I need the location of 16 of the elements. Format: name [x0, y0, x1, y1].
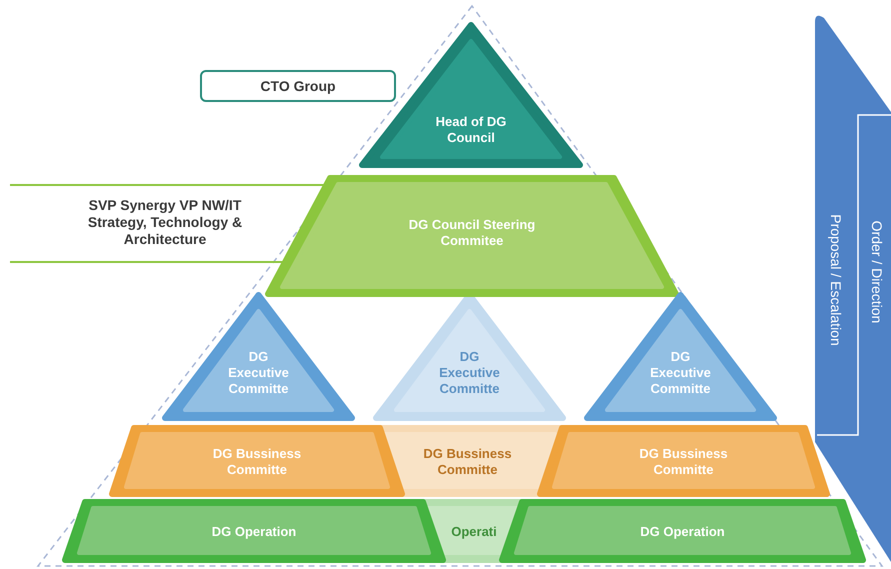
role-label: SVP Synergy VP NW/IT Strategy, Technology & Architecture — [86, 197, 244, 248]
level-label: DG Bussiness Committe — [422, 446, 513, 478]
role-label: CTO Group — [260, 78, 336, 94]
level-label: DG Bussiness Committe — [212, 446, 302, 478]
level-label: Operati — [451, 524, 497, 540]
flow-label: Order / Direction — [869, 220, 885, 324]
level-label: DG Executive Committe — [227, 349, 290, 397]
level-label: DG Bussiness Committe — [638, 446, 729, 478]
level-label: DG Executive Committe — [649, 349, 712, 397]
role-box — [200, 70, 396, 102]
level-label: DG Council Steering Commitee — [408, 217, 536, 249]
level-label: DG Operation — [212, 524, 296, 540]
level-label: DG Executive Committe — [438, 349, 501, 397]
level-label: DG Operation — [640, 524, 725, 540]
flow-label: Proposal / Escalation — [828, 214, 844, 346]
level-label: Head of DG Council — [434, 114, 508, 146]
